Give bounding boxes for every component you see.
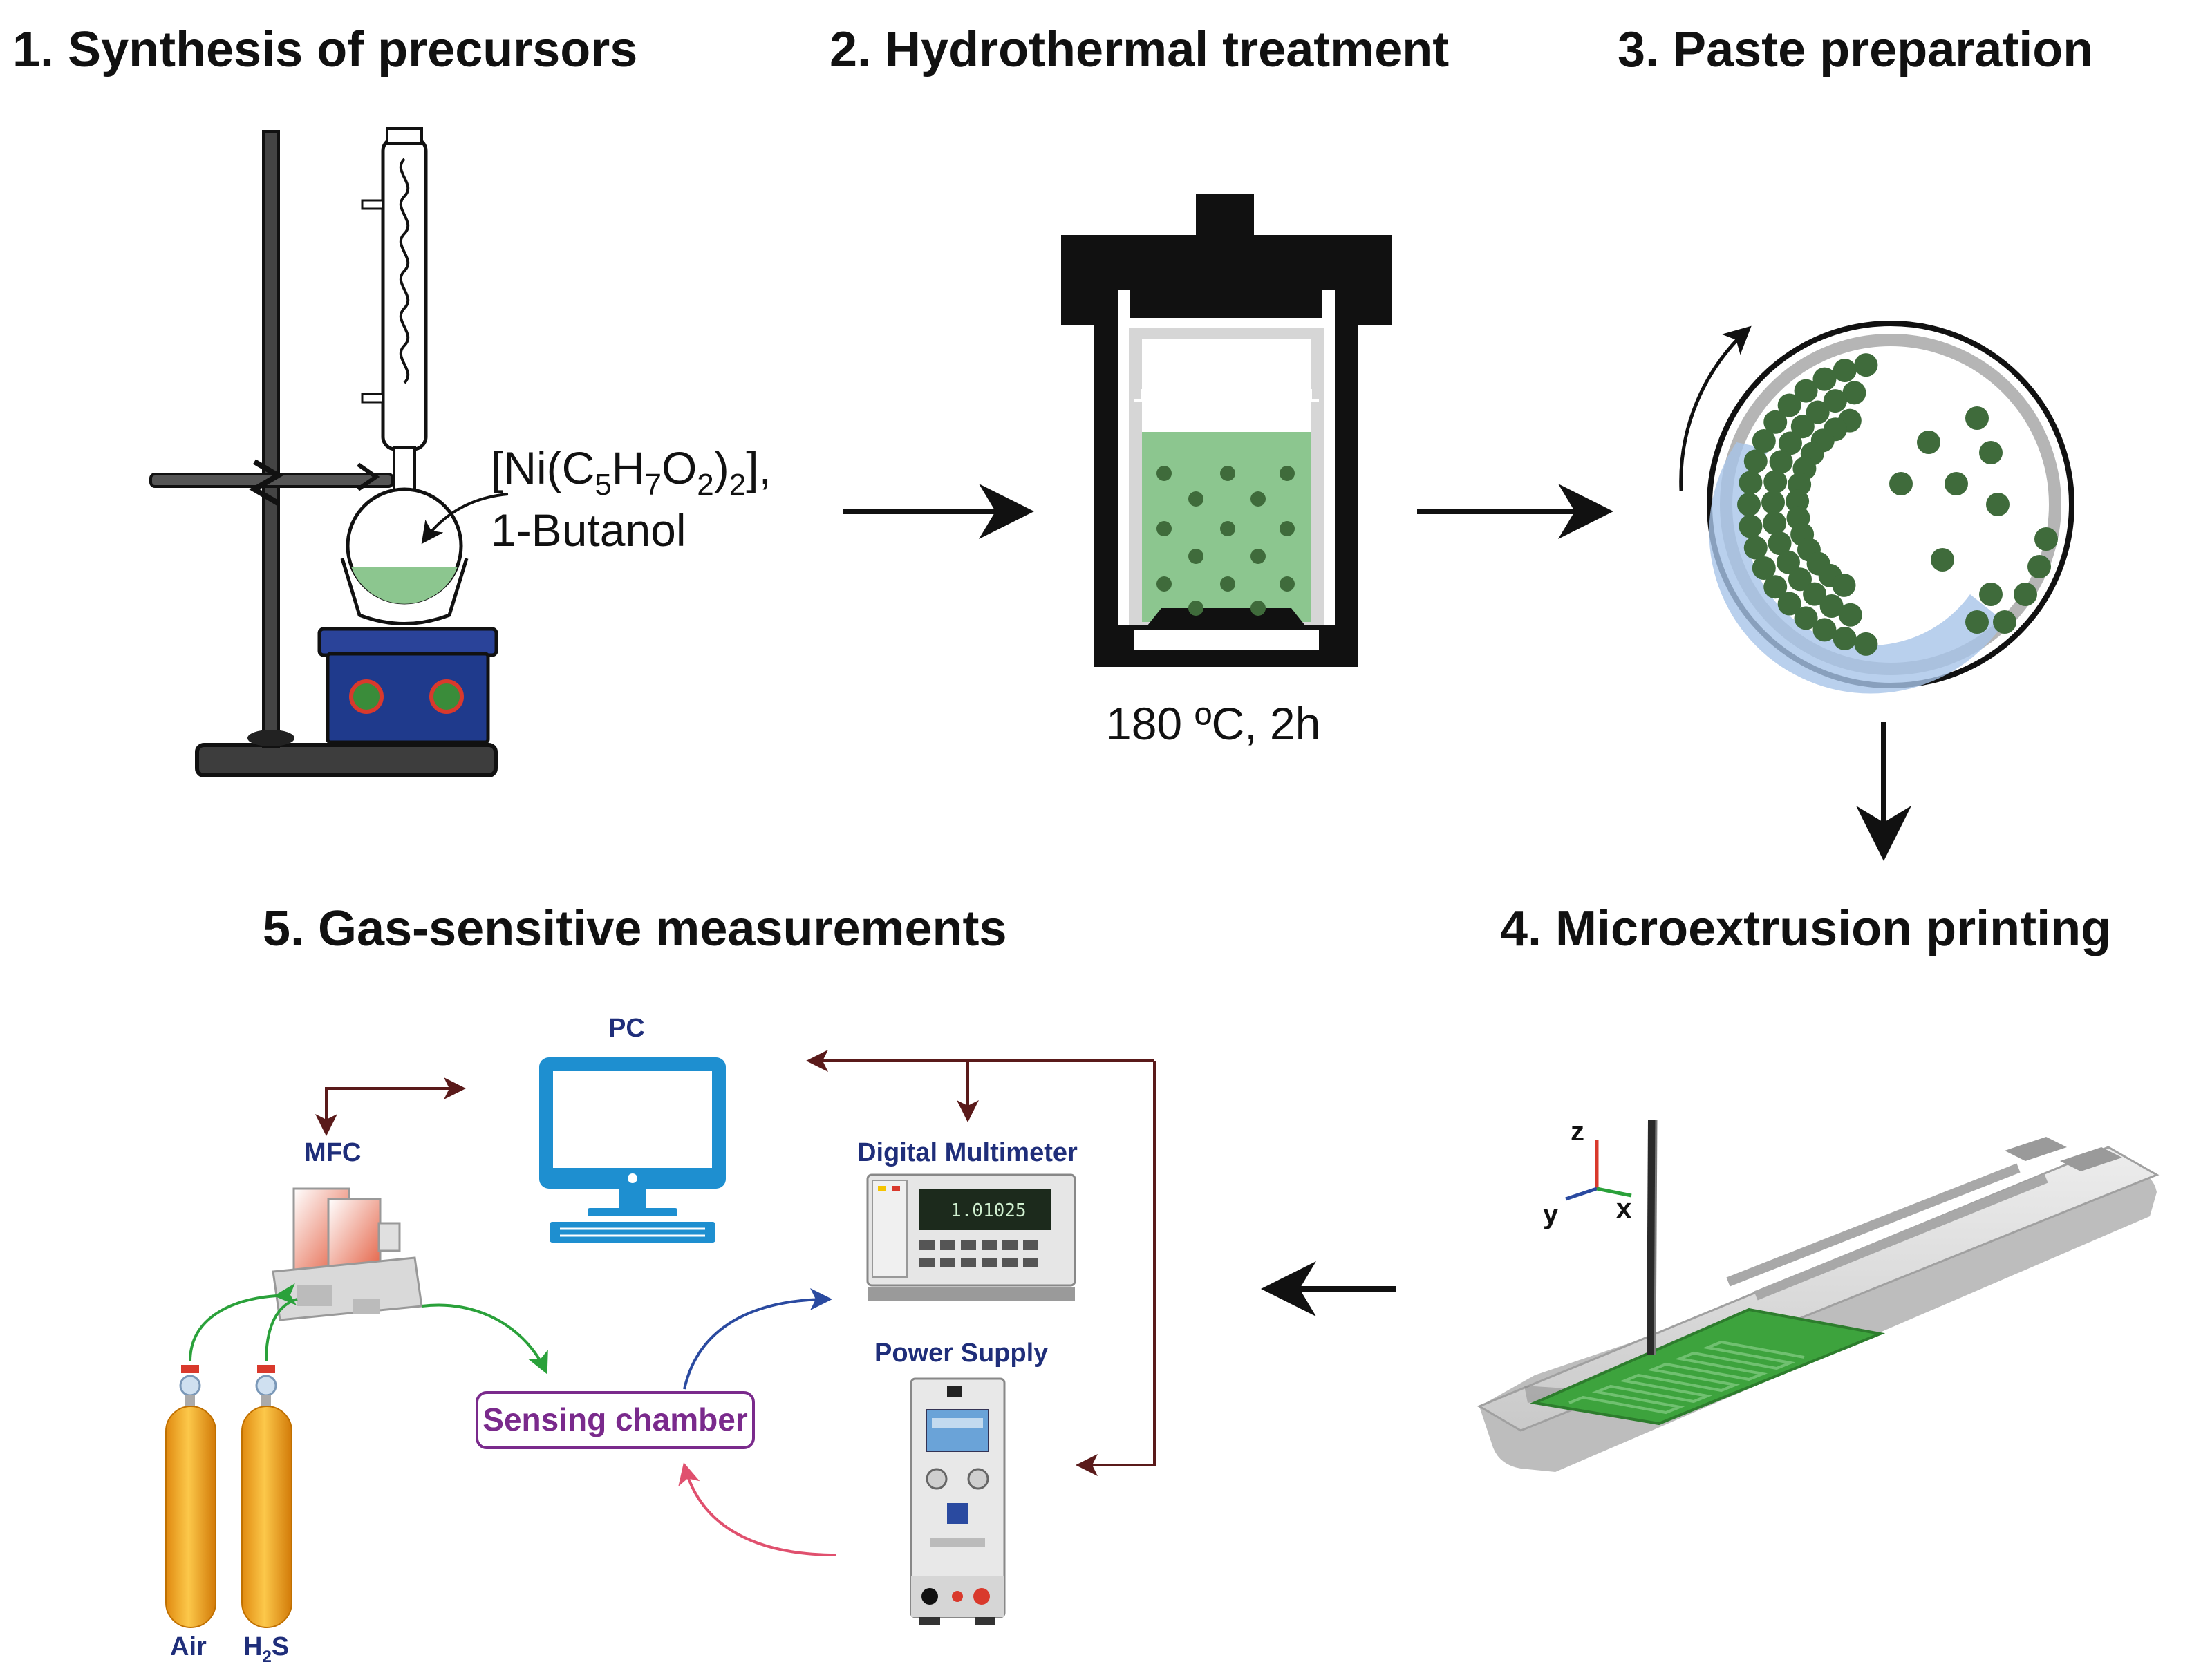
- paste-particle: [1794, 379, 1818, 403]
- reagent-formula: [Ni(C5H7O2)2],: [491, 442, 771, 502]
- paste-particle: [1917, 431, 1940, 454]
- paste-particle: [1979, 583, 2003, 606]
- paste-particle: [1832, 573, 1856, 597]
- step-5-title: 5. Gas-sensitive measurements: [263, 901, 1007, 956]
- sensing-chamber-box: Sensing chamber: [476, 1391, 755, 1449]
- paste-particle: [1778, 431, 1802, 455]
- air-cylinder: [165, 1365, 216, 1628]
- paste-particle: [1761, 491, 1786, 515]
- digital-multimeter: 1.01025: [866, 1173, 1076, 1301]
- paste-particle: [1806, 400, 1830, 424]
- paste-particle: [1786, 489, 1810, 513]
- paste-particle: [1763, 511, 1787, 536]
- paste-particle: [1739, 471, 1763, 495]
- paste-particle: [1763, 470, 1788, 494]
- paste-particle: [1794, 606, 1818, 630]
- paste-particle: [1739, 514, 1763, 538]
- axis-y-label: y: [1543, 1199, 1559, 1229]
- paste-particle: [1776, 550, 1800, 574]
- paste-particle: [1752, 556, 1776, 581]
- step-3-title: 3. Paste preparation: [1618, 22, 2093, 77]
- paste-particle: [1768, 531, 1792, 556]
- paste-particle: [1842, 381, 1866, 405]
- paste-particle: [1833, 626, 1857, 650]
- paste-particle: [1854, 353, 1878, 377]
- paste-particle: [1790, 415, 1815, 439]
- power-supply-unit: [910, 1377, 1006, 1625]
- reagent-solvent: 1-Butanol: [491, 504, 686, 556]
- paste-particle: [1743, 536, 1768, 560]
- air-label: Air: [170, 1632, 207, 1661]
- paste-particle: [1854, 632, 1878, 656]
- paste-particle: [1993, 610, 2016, 634]
- paste-particle: [1777, 393, 1801, 417]
- multimeter-display-value: 1.01025: [950, 1200, 1027, 1221]
- mfc-label: MFC: [304, 1138, 361, 1167]
- paste-particle: [1979, 441, 2003, 464]
- mass-flow-controller: [272, 1187, 423, 1321]
- sensing-chamber-label: Sensing chamber: [483, 1401, 748, 1437]
- paste-particle: [1812, 618, 1837, 642]
- printed-sensor-substrate: [1477, 1119, 2160, 1472]
- paste-particle: [1788, 567, 1812, 592]
- step-4-title: 4. Microextrusion printing: [1500, 901, 2111, 956]
- paste-particle: [1769, 450, 1793, 474]
- control-connections: [189, 1050, 1156, 1556]
- step-2-title: 2. Hydrothermal treatment: [830, 22, 1449, 77]
- paste-particle: [2027, 555, 2051, 578]
- paste-particle: [1986, 493, 2010, 516]
- step-1-title: 1. Synthesis of precursors: [12, 22, 637, 77]
- h2s-cylinder: [241, 1365, 292, 1628]
- axis-x-label: x: [1616, 1193, 1631, 1224]
- paste-particle: [1838, 603, 1862, 627]
- reflux-apparatus: [149, 127, 509, 777]
- paste-particle: [1965, 610, 1989, 634]
- paste-particle: [1737, 493, 1761, 516]
- paste-particle: [1743, 449, 1768, 473]
- multimeter-label: Digital Multimeter: [857, 1138, 1078, 1167]
- paste-particle: [1889, 472, 1913, 495]
- pc-monitor: [539, 1057, 726, 1243]
- paste-particle: [1777, 592, 1801, 616]
- paste-particle: [1752, 428, 1776, 453]
- autoclave-reactor: [1061, 194, 1392, 667]
- paste-particle: [1803, 582, 1827, 606]
- paste-particle: [1945, 472, 1968, 495]
- paste-particle: [1763, 575, 1788, 599]
- paste-particle: [1823, 389, 1847, 413]
- paste-particle: [1833, 359, 1857, 383]
- paste-particle: [1931, 548, 1954, 572]
- paste-particle: [1812, 367, 1837, 391]
- paste-particle: [1763, 410, 1788, 434]
- paste-mixing-dish: [1679, 321, 2074, 694]
- pc-label: PC: [608, 1014, 645, 1043]
- h2s-label: H2S: [243, 1632, 289, 1666]
- power-supply-label: Power Supply: [874, 1339, 1048, 1368]
- paste-particle: [1819, 594, 1844, 619]
- paste-particle: [2014, 583, 2037, 606]
- paste-particle: [1965, 406, 1989, 430]
- paste-particle: [2034, 527, 2058, 551]
- axis-z-label: z: [1571, 1116, 1584, 1146]
- hydrothermal-conditions: 180 ºC, 2h: [1106, 698, 1320, 749]
